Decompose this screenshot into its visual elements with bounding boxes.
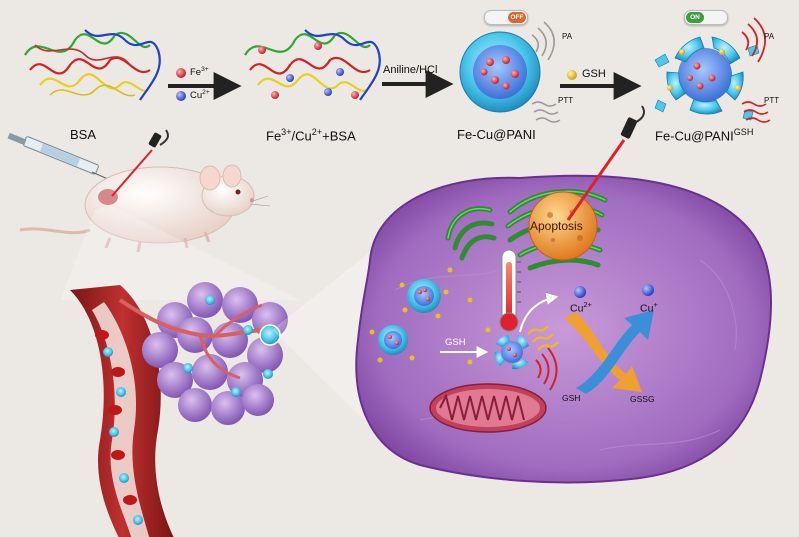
ptt-waves-off	[531, 101, 561, 123]
label-cycle-gssg: GSSG	[630, 394, 655, 404]
fe-cu-pani-particle	[459, 31, 541, 113]
zoom-beam-mouse	[60, 205, 300, 300]
laser-probe-mouse	[111, 129, 169, 197]
fe-ion-dot	[176, 68, 186, 78]
toggle-on: ON	[684, 10, 728, 25]
label-gsh-reagent: GSH	[582, 68, 606, 80]
mouse-illustration	[19, 164, 271, 253]
mouse-tumor-site	[98, 189, 118, 205]
gsh-reagent-dot	[567, 70, 577, 80]
thermometer-icon	[499, 249, 521, 332]
pa-waves-on	[741, 17, 766, 63]
mitochondria	[429, 383, 547, 433]
cell-degraded-particle	[494, 335, 529, 370]
cell-release-arrow	[519, 292, 559, 333]
label-cu2: Cu2+	[570, 300, 592, 315]
laser-probe-cell	[566, 105, 645, 221]
label-cycle-gsh: GSH	[562, 393, 581, 403]
cell-yellow-waves	[527, 325, 559, 351]
label-fe-ion: Fe3+	[190, 66, 209, 79]
cu2-ion-sphere	[574, 286, 586, 298]
cu1-ion-sphere	[642, 284, 654, 296]
label-ptt-on: PTT	[764, 96, 780, 105]
label-bsa: BSA	[70, 127, 97, 142]
label-ptt-off: PTT	[558, 96, 574, 105]
label-apoptosis: Apoptosis	[530, 219, 583, 233]
label-fe-cu-bsa: Fe3+/Cu2++BSA	[266, 127, 356, 144]
toggle-on-knob: ON	[686, 12, 704, 23]
tumor-mass	[118, 282, 288, 425]
cu-ion-dot	[176, 91, 186, 101]
cell-nanoparticle-2	[378, 325, 408, 355]
fe-cu-pani-gsh-particle	[654, 36, 760, 121]
ptt-waves-on	[741, 101, 771, 123]
label-fe-cu-pani: Fe-Cu@PANI	[457, 127, 536, 142]
toggle-off: OFF	[484, 10, 528, 25]
label-aniline-hcl: Aniline/HCl	[383, 64, 438, 76]
redox-cycle	[564, 310, 654, 394]
fe-cu-bsa-complex	[244, 29, 381, 101]
label-fe-cu-pani-gsh: Fe-Cu@PANIGSH	[655, 127, 754, 144]
label-cu-ion: Cu2+	[190, 89, 210, 102]
cell-heat-waves	[535, 347, 558, 391]
toggle-off-knob: OFF	[508, 12, 526, 23]
cell-nanoparticle-1	[407, 279, 441, 313]
syringe-icon	[7, 132, 111, 181]
pa-waves-off	[531, 21, 555, 61]
label-pa-on: PA	[764, 32, 775, 41]
apoptosis-nucleus	[528, 191, 598, 261]
label-cell-gsh: GSH	[445, 337, 466, 348]
bsa-protein	[24, 29, 161, 101]
label-pa-off: PA	[562, 32, 573, 41]
gsh-dots	[369, 267, 508, 365]
label-cu1: Cu+	[640, 300, 658, 315]
